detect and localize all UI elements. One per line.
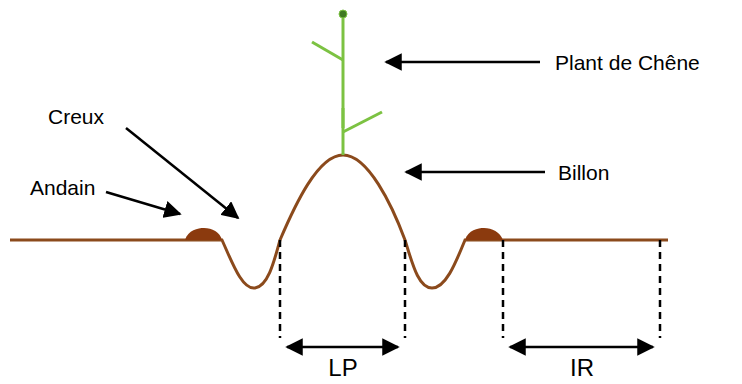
soil-profile	[10, 155, 668, 288]
leader-lines	[106, 62, 545, 218]
dimension-label: LP	[328, 356, 357, 380]
windrow-left	[185, 228, 222, 240]
seedling-bud	[339, 10, 347, 18]
plant-label: Plant de Chêne	[555, 52, 700, 73]
hollow-label: Creux	[48, 106, 104, 127]
windrow-label: Andain	[30, 177, 95, 198]
dimension-arrows	[287, 346, 653, 349]
windrow-right	[465, 228, 503, 240]
dimension-label: IR	[570, 356, 594, 380]
dimension-extensions	[280, 240, 660, 338]
ridge-label: Billon	[558, 162, 609, 183]
oak-seedling	[312, 16, 382, 155]
